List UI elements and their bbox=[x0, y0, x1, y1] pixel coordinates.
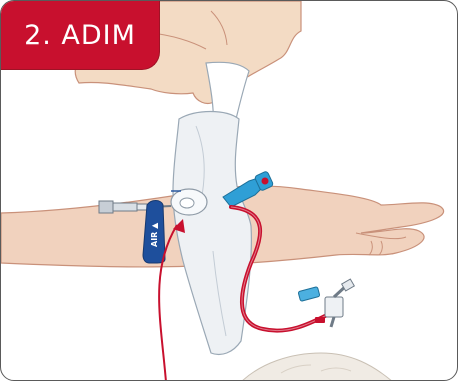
step-label: 2. ADIM bbox=[24, 20, 136, 51]
step-badge: 2. ADIM bbox=[1, 1, 160, 70]
pillow bbox=[241, 353, 393, 381]
air-filter-label: AIR ▲ bbox=[150, 222, 159, 247]
dressing bbox=[173, 112, 251, 355]
stopcock-clamp bbox=[298, 279, 354, 327]
